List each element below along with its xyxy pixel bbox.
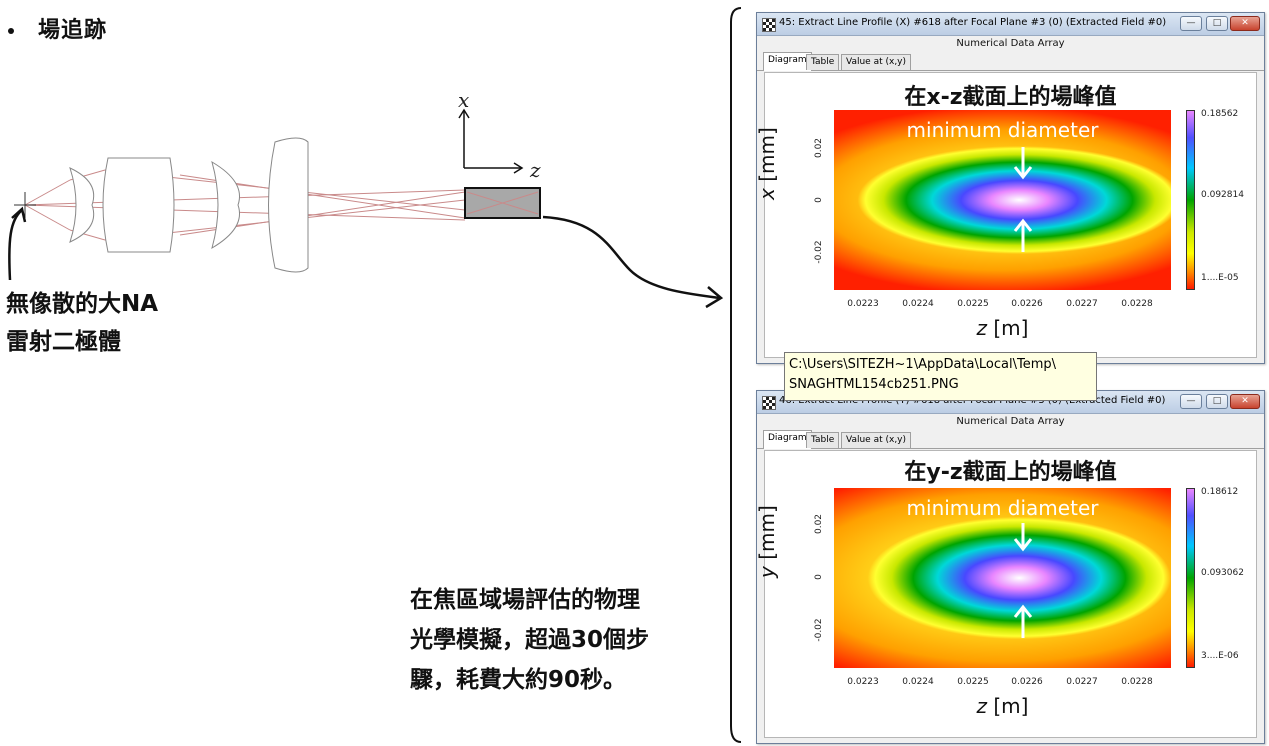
x-tick: 0.0224	[902, 677, 934, 687]
x-tick: 0.0228	[1121, 299, 1153, 309]
x-axis-ticks: 0.0223 0.0224 0.0225 0.0226 0.0227 0.022…	[834, 290, 1171, 314]
colorbar	[1186, 488, 1195, 668]
source-label: 無像散的大NA 雷射二極體	[6, 291, 159, 355]
annotation-arrows	[1013, 523, 1033, 638]
axis-x-label: x	[458, 88, 470, 112]
bracket	[730, 7, 742, 743]
field-window-yz[interactable]: 46: Extract Line Profile (Y) #618 after …	[755, 390, 1265, 744]
field-intensity-map	[834, 110, 1171, 290]
diagram-panel: 在y-z截面上的場峰值 minimum diameter 0.02 0 -0.0…	[755, 450, 1257, 738]
bullet-title-text: 場追跡	[38, 18, 108, 43]
field-plot[interactable]: minimum diameter	[834, 110, 1171, 290]
window-titlebar[interactable]: 45: Extract Line Profile (X) #618 after …	[757, 13, 1264, 36]
y-tick: 0	[814, 197, 824, 203]
source-pointer-arrow	[8, 209, 23, 281]
app-icon	[762, 396, 776, 410]
y-tick: -0.02	[814, 240, 824, 264]
y-axis-ticks: 0.02 0 -0.02	[805, 110, 834, 290]
y-axis-ticks: 0.02 0 -0.02	[805, 488, 834, 668]
optical-system-diagram	[8, 108, 724, 309]
minimize-button[interactable]: —	[1180, 394, 1202, 409]
y-axis-unit: [mm]	[755, 127, 779, 189]
minimize-button[interactable]: —	[1180, 16, 1202, 31]
field-window-xz[interactable]: 45: Extract Line Profile (X) #618 after …	[755, 12, 1265, 364]
maximize-button[interactable]: □	[1206, 394, 1228, 409]
annotation-minimum-diameter: minimum diameter	[906, 118, 1099, 142]
x-axis-label: z [m]	[834, 316, 1171, 340]
close-button[interactable]: ✕	[1230, 394, 1260, 409]
colorbar-mid: 0.092814	[1201, 190, 1244, 200]
close-button[interactable]: ✕	[1230, 16, 1260, 31]
x-tick: 0.0227	[1066, 299, 1098, 309]
annotation-minimum-diameter: minimum diameter	[906, 496, 1099, 520]
y-tick: 0.02	[814, 513, 824, 535]
tab-value-at[interactable]: Value at (x,y)	[841, 432, 912, 448]
colorbar-max: 0.18562	[1201, 109, 1239, 119]
tab-value-at[interactable]: Value at (x,y)	[841, 54, 912, 70]
x-axis-var: z	[976, 316, 988, 340]
colorbar	[1186, 110, 1195, 290]
x-tick: 0.0228	[1121, 677, 1153, 687]
connector-arrow	[542, 215, 721, 300]
tab-strip: Diagram Table Value at (x,y)	[757, 430, 1264, 449]
annotation-arrows	[1013, 147, 1033, 252]
x-tick: 0.0225	[957, 677, 989, 687]
maximize-button[interactable]: □	[1206, 16, 1228, 31]
diagram-panel: 在x-z截面上的場峰值 minimum diameter 0.02 0 -0.0…	[755, 72, 1257, 358]
field-plot[interactable]: minimum diameter	[834, 488, 1171, 668]
x-axis-unit: [m]	[987, 316, 1029, 340]
x-axis-var: z	[976, 694, 988, 718]
x-axis-unit: [m]	[987, 694, 1029, 718]
y-axis-var: y	[755, 566, 779, 578]
app-icon	[762, 18, 776, 32]
x-axis-label: z [m]	[834, 694, 1171, 718]
description-text: 在焦區域場評估的物理 光學模擬，超過30個步 驟，耗費大約90秒。	[410, 587, 650, 693]
colorbar-mid: 0.093062	[1201, 568, 1244, 578]
file-path-tooltip: C:\Users\SITEZH~1\AppData\Local\Temp\ SN…	[784, 352, 1097, 401]
colorbar-max: 0.18612	[1201, 487, 1239, 497]
window-subtitle: Numerical Data Array	[956, 38, 1065, 49]
x-axis-ticks: 0.0223 0.0224 0.0225 0.0226 0.0227 0.022…	[834, 668, 1171, 692]
y-axis-var: x	[755, 188, 779, 200]
tab-diagram[interactable]: Diagram	[763, 52, 812, 71]
plot-title: 在y-z截面上的場峰值	[904, 460, 1117, 485]
tab-table[interactable]: Table	[806, 54, 840, 70]
tab-diagram[interactable]: Diagram	[763, 430, 812, 449]
bullet-dot	[8, 28, 14, 34]
y-tick: 0	[814, 574, 824, 580]
x-tick: 0.0223	[847, 299, 879, 309]
y-axis-label: x [mm]	[755, 127, 779, 200]
y-axis-unit: [mm]	[755, 505, 779, 567]
colorbar-min: 3....E-06	[1201, 651, 1239, 661]
field-intensity-map	[834, 488, 1171, 668]
colorbar-min: 1....E-05	[1201, 273, 1239, 283]
y-axis-label: y [mm]	[755, 505, 779, 578]
x-tick: 0.0226	[1011, 299, 1043, 309]
axes-indicator	[458, 108, 524, 174]
window-subtitle: Numerical Data Array	[956, 416, 1065, 427]
bullet-title: 場追跡	[8, 12, 107, 44]
plot-title: 在x-z截面上的場峰值	[904, 85, 1117, 110]
x-tick: 0.0225	[957, 299, 989, 309]
x-tick: 0.0223	[847, 677, 879, 687]
x-tick: 0.0226	[1011, 677, 1043, 687]
lens-group	[69, 137, 309, 273]
window-title: 45: Extract Line Profile (X) #618 after …	[779, 17, 1169, 28]
tab-table[interactable]: Table	[806, 432, 840, 448]
axis-z-label: z	[530, 158, 541, 182]
tab-strip: Diagram Table Value at (x,y)	[757, 52, 1264, 71]
y-tick: -0.02	[814, 618, 824, 642]
y-tick: 0.02	[814, 137, 824, 159]
x-tick: 0.0227	[1066, 677, 1098, 687]
x-tick: 0.0224	[902, 299, 934, 309]
